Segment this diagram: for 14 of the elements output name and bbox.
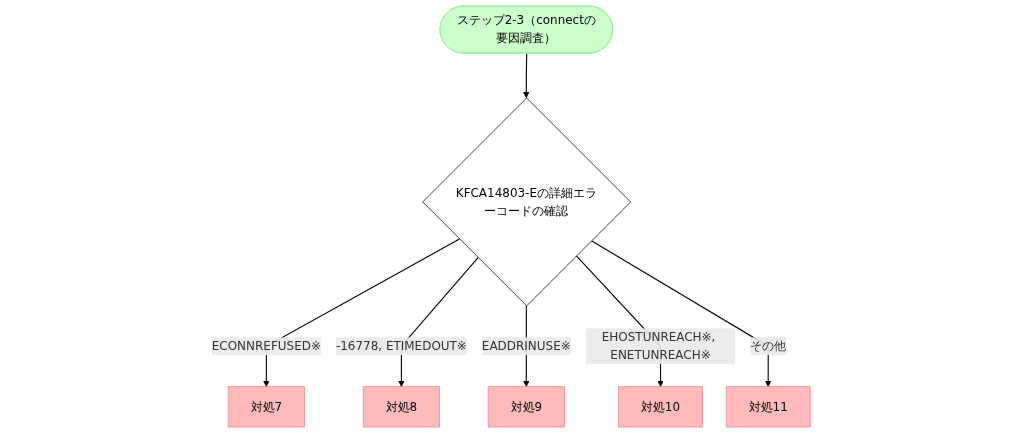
- edge-label: EHOSTUNREACH※, ENETUNREACH※: [601, 329, 716, 362]
- edge-label: EADDRINUSE※: [481, 338, 571, 353]
- edge-label: ECONNREFUSED※: [211, 338, 321, 353]
- edge-label: その他: [750, 338, 787, 353]
- arrow: [590, 240, 772, 387]
- node-box: 対処7: [227, 386, 305, 428]
- node-box: 対処11: [725, 386, 811, 428]
- node-box: 対処9: [487, 386, 565, 428]
- node-box: 対処10: [618, 386, 703, 428]
- node-box: 対処8: [362, 386, 440, 428]
- arrow: [263, 238, 461, 387]
- arrow: [523, 52, 530, 99]
- node-diamond: KFCA14803-Eの詳細エラーコードの確認: [422, 97, 631, 307]
- edge-label: -16778, ETIMEDOUT※: [335, 338, 467, 353]
